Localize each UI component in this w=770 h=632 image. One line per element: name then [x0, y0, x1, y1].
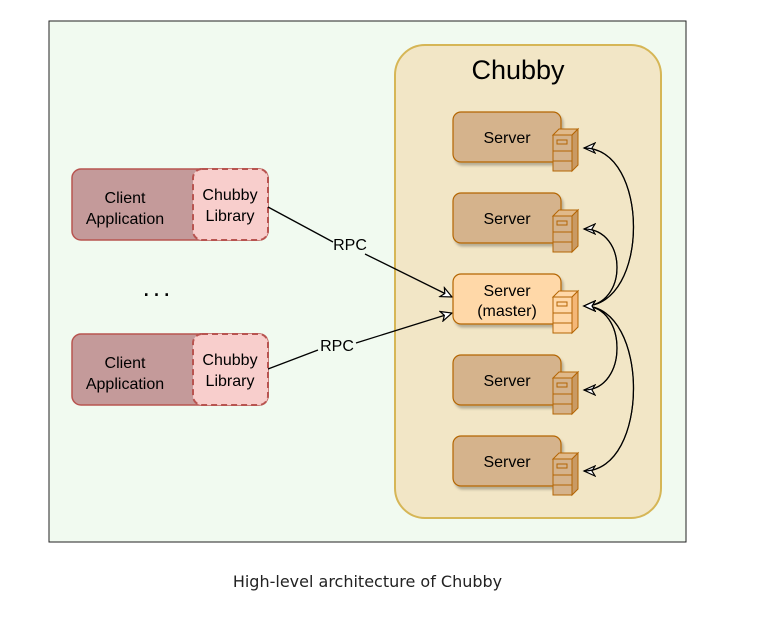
- server-label-line1: Server: [483, 283, 531, 300]
- chubby-library[interactable]: [192, 168, 269, 241]
- server-label-line2: (master): [477, 303, 537, 320]
- server-tower-icon: [551, 127, 580, 173]
- chubby-library[interactable]: [192, 333, 269, 406]
- server-tower-icon: [551, 451, 580, 497]
- server[interactable]: Server: [452, 111, 580, 173]
- client-application-label-line2: Application: [86, 211, 164, 228]
- server[interactable]: Server: [452, 354, 580, 416]
- client-group: Client Application Chubby Library: [71, 168, 269, 241]
- server-label: Server: [483, 454, 531, 471]
- client-application-label-line1: Client: [105, 190, 146, 207]
- client-application-label-line1: Client: [105, 355, 146, 372]
- chubby-library-label-line2: Library: [206, 373, 255, 390]
- server[interactable]: Server: [452, 435, 580, 497]
- chubby-cell-title: Chubby: [471, 55, 565, 85]
- server-tower-icon: [551, 208, 580, 254]
- chubby-library-label-line1: Chubby: [202, 352, 257, 369]
- architecture-diagram: Chubby Client Application Chubby Library…: [48, 20, 687, 543]
- replication-edges: [584, 147, 635, 472]
- chubby-library-label-line2: Library: [206, 208, 255, 225]
- rpc-label: RPC: [320, 338, 354, 355]
- server-tower-icon: [551, 370, 580, 416]
- server-label: Server: [483, 211, 531, 228]
- rpc-label: RPC: [333, 237, 367, 254]
- rpc-edge: RPC: [267, 206, 452, 297]
- server[interactable]: Server: [452, 192, 580, 254]
- chubby-library-label-line1: Chubby: [202, 187, 257, 204]
- replication-edge: [584, 306, 618, 391]
- replication-edge: [584, 228, 618, 306]
- ellipsis: ...: [143, 272, 174, 302]
- server-label: Server: [483, 130, 531, 147]
- server-label: Server: [483, 373, 531, 390]
- server-master[interactable]: Server (master): [452, 273, 580, 335]
- rpc-edge: RPC: [267, 313, 452, 370]
- replication-edge: [584, 147, 635, 306]
- client-group: Client Application Chubby Library: [71, 333, 269, 406]
- replication-edge: [584, 306, 635, 472]
- figure-caption: High-level architecture of Chubby: [232, 572, 503, 591]
- server-tower-icon: [551, 289, 580, 335]
- client-application-label-line2: Application: [86, 376, 164, 393]
